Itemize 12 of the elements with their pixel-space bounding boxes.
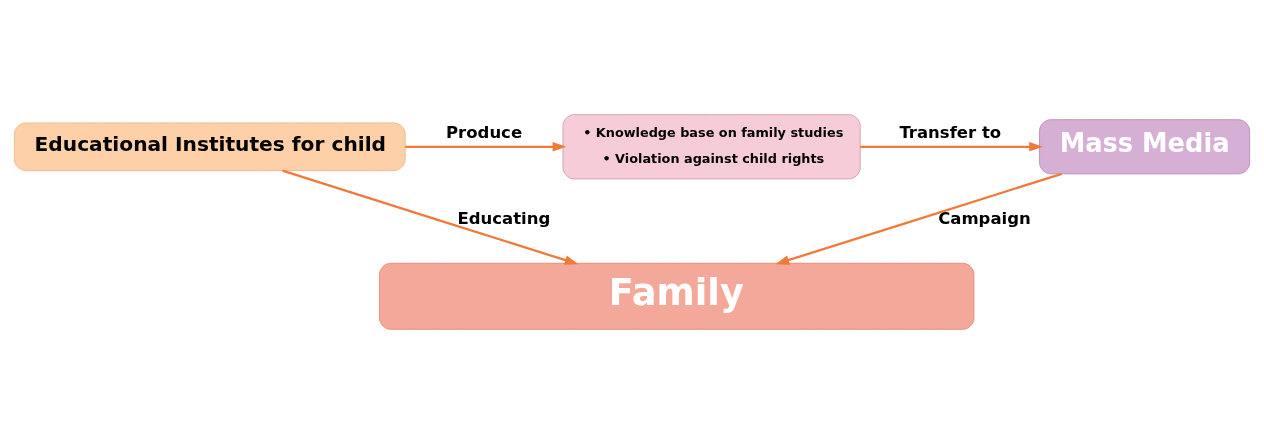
arrow (405, 141, 567, 152)
node-box: Family (379, 262, 975, 330)
edge-label: Produce (446, 122, 523, 142)
arrow (775, 172, 1063, 265)
node-box: Mass Media (1039, 118, 1251, 174)
arrow (282, 169, 579, 265)
edge-label: Campaign (938, 208, 1031, 228)
node-box: Educational Institutes for child (13, 121, 406, 171)
arrow (860, 141, 1043, 152)
edge-label: Educating (457, 208, 551, 228)
node-box: • Knowledge base on family studies • Violation against child rights (562, 113, 861, 179)
edge-label: Transfer to (899, 122, 1002, 142)
